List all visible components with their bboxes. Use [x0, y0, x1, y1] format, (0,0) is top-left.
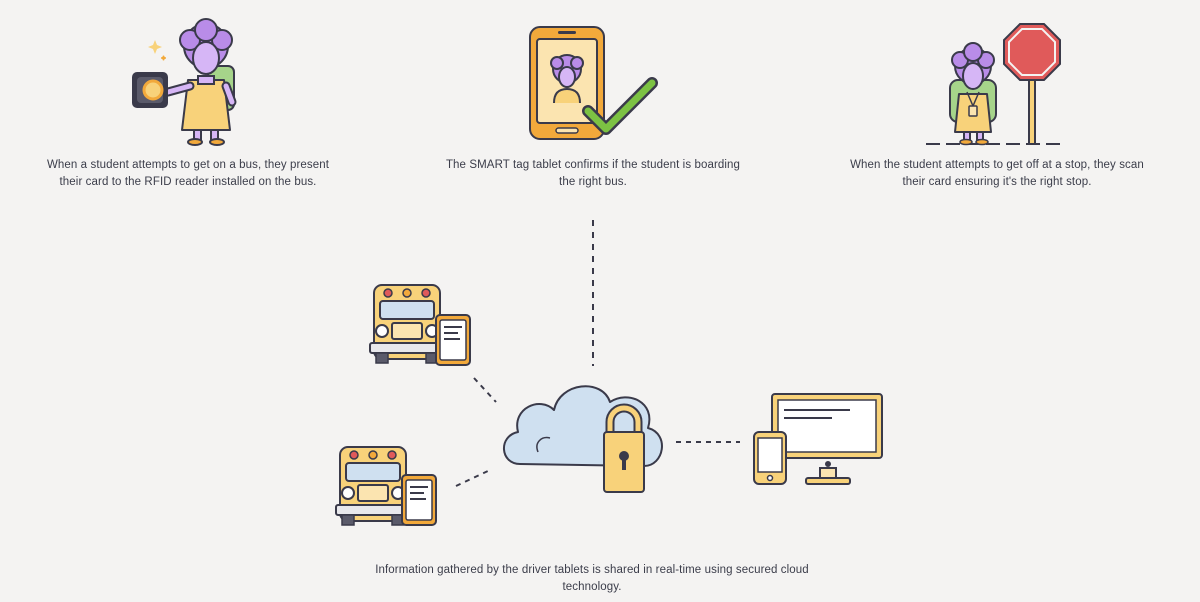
- student-rfid-card-icon: [132, 18, 237, 146]
- school-bus-tablet-icon: [369, 284, 471, 366]
- step-1-caption: When a student attempts to get on a bus,…: [46, 159, 330, 188]
- desktop-phone-icon: [753, 393, 883, 485]
- network-caption: Information gathered by the driver table…: [375, 564, 809, 593]
- tablet-checkmark-icon: [529, 26, 658, 140]
- secure-cloud-icon: [503, 385, 663, 493]
- student-stop-sign-icon: [926, 23, 1066, 146]
- step-3-caption: When the student attempts to get off at …: [850, 159, 1144, 188]
- school-bus-tablet-icon: [335, 446, 437, 526]
- step-2-caption: The SMART tag tablet confirms if the stu…: [445, 159, 741, 188]
